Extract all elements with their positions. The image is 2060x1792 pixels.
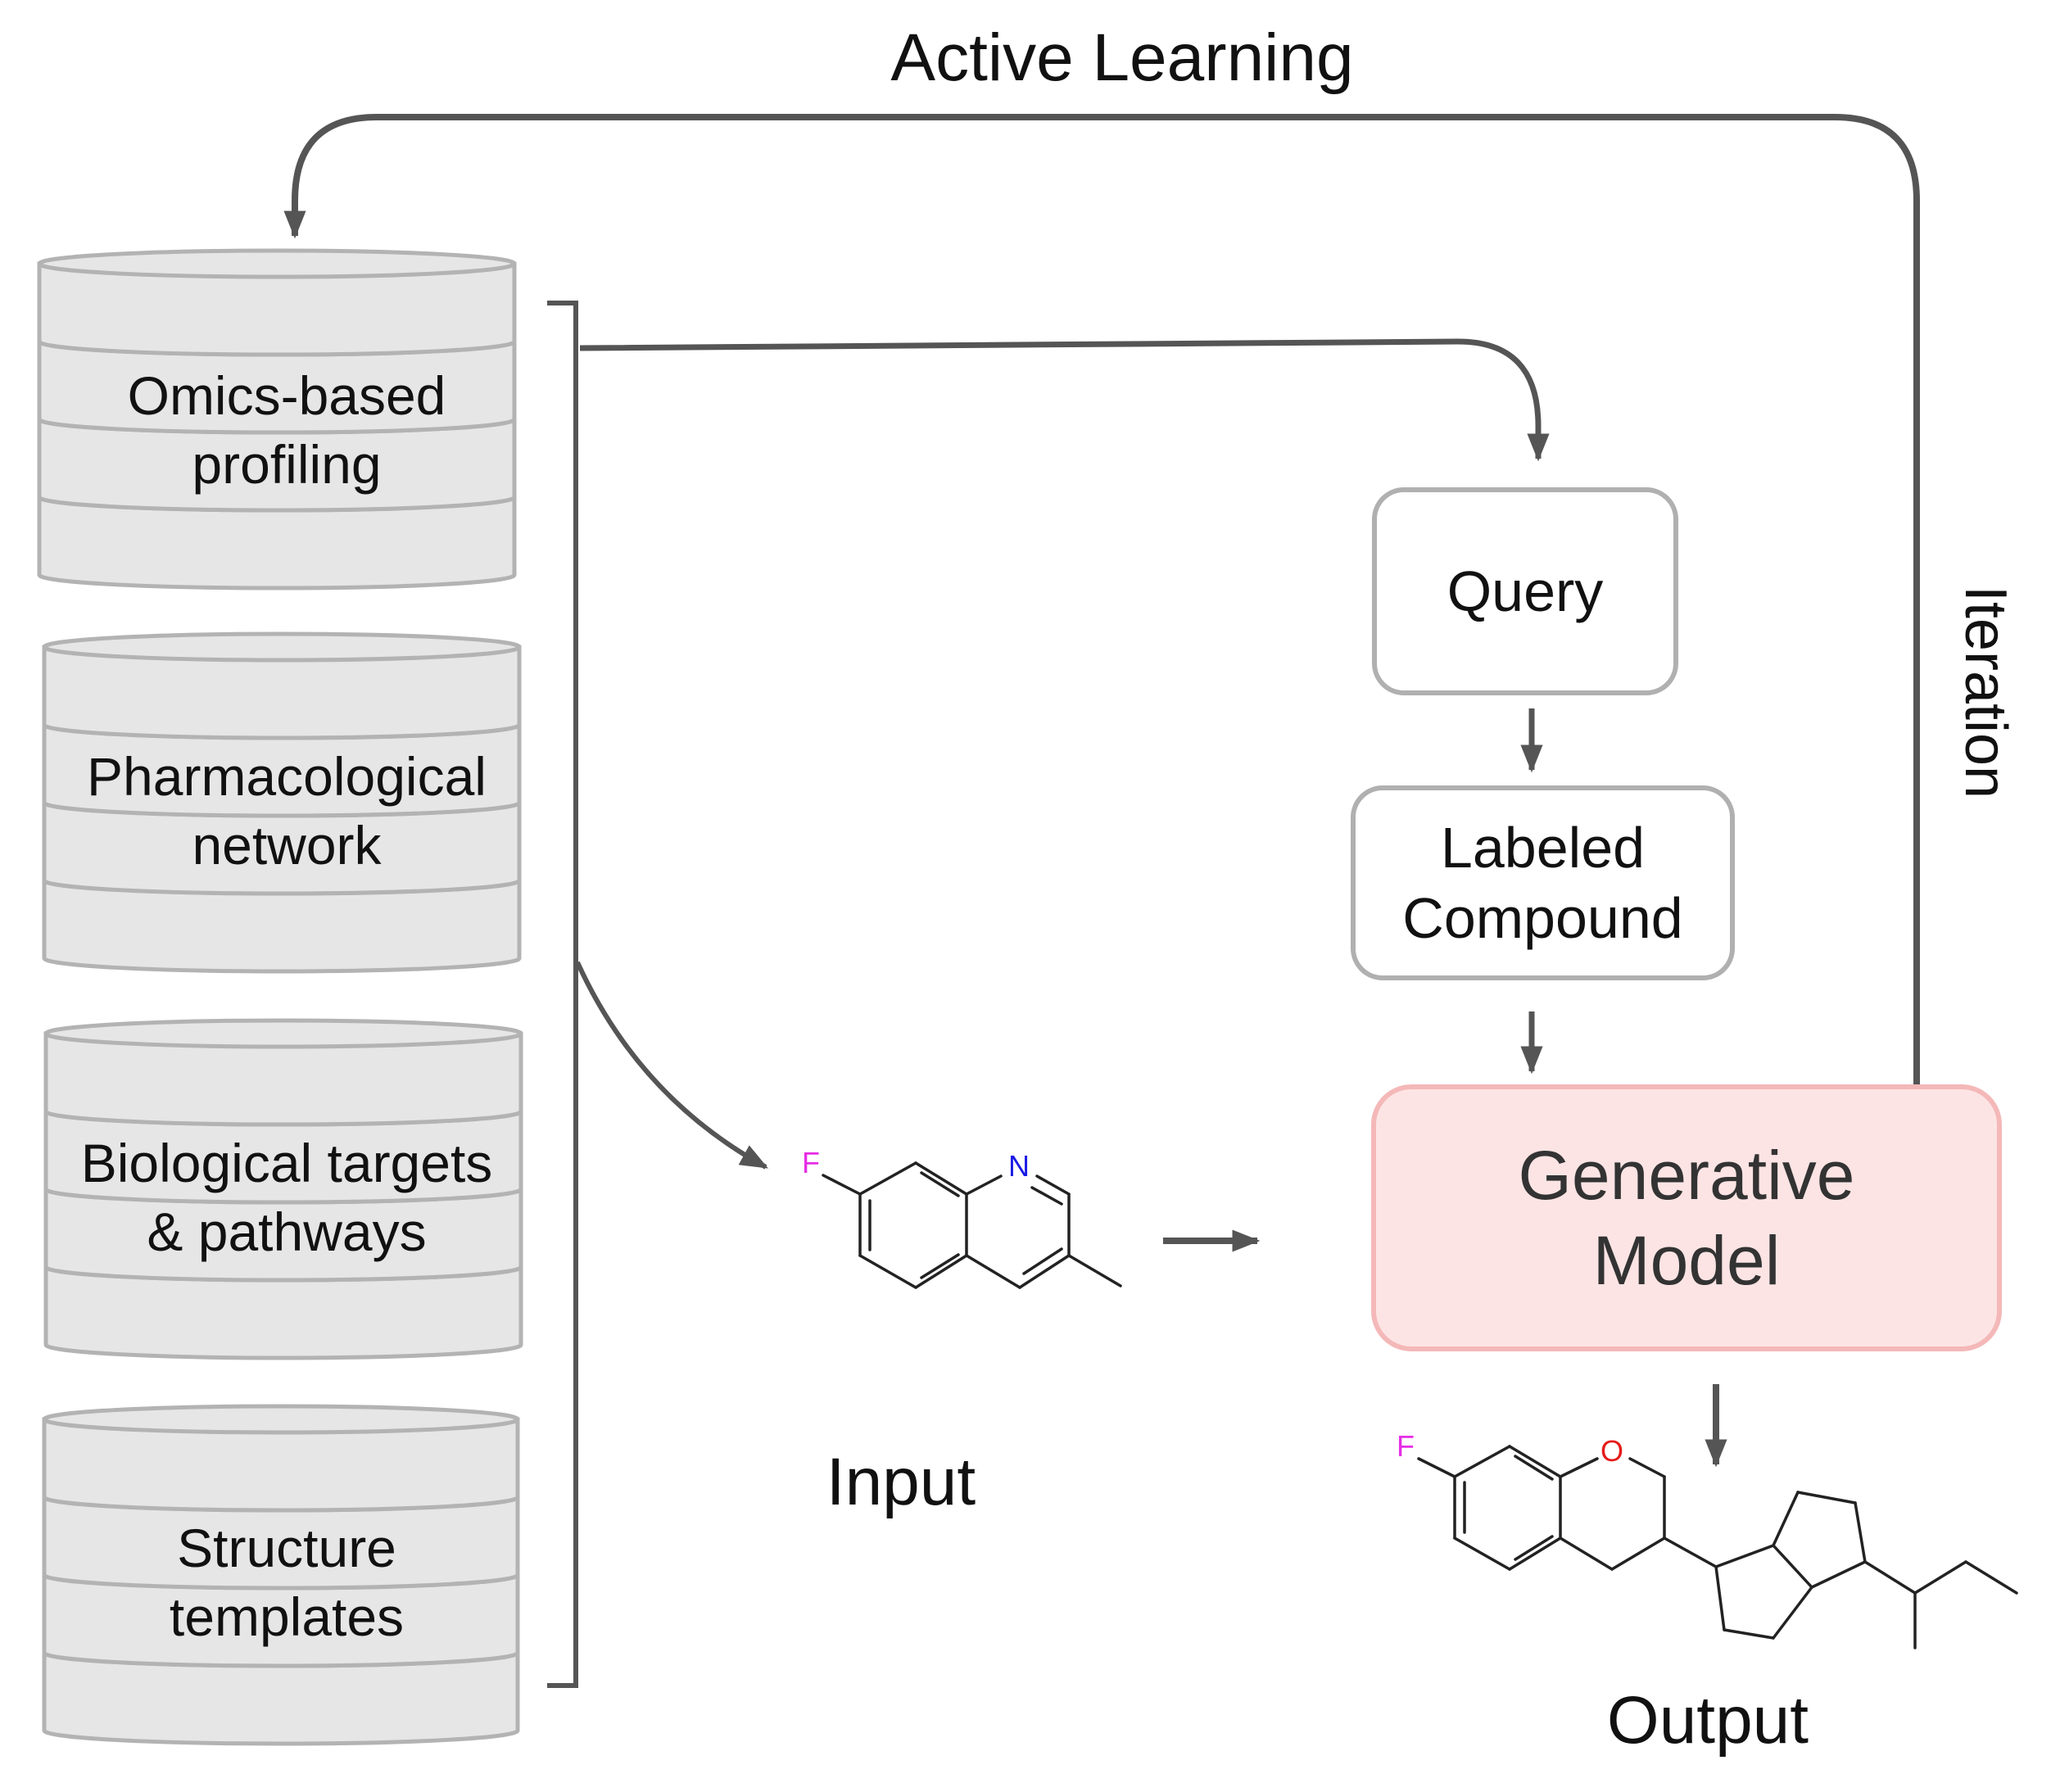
database-disk-body [42,1650,520,1746]
database-disk-top [37,248,517,279]
input-atom-f: F [802,1146,820,1179]
database-disk-body [37,339,517,435]
database-label-omics-line1: Omics-based [127,365,446,426]
database-label-pharmacological: Pharmacological network [33,737,541,885]
output-atom-o: O [1600,1434,1623,1468]
database-label-omics: Omics-based profiling [33,356,541,504]
database-disk-body [42,1573,520,1668]
database-label-pharmacological-line1: Pharmacological [87,746,487,807]
query-label: Query [1374,490,1676,693]
database-disk-body [42,1495,520,1591]
database-label-pharmacological-line2: network [192,815,382,876]
iteration-label: Iteration [1953,586,2018,799]
database-disk-body [42,645,522,740]
generative-model-line2: Model [1592,1222,1781,1299]
database-bracket [547,301,578,1688]
database-label-structure-line1: Structure [177,1518,396,1578]
database-label-biological-line1: Biological targets [80,1133,493,1193]
database-disk-body [42,878,522,974]
database-label-biological-line2: & pathways [147,1201,427,1262]
database-label-structure-line2: templates [169,1586,405,1647]
bracket-to-query-arrow [579,338,1550,462]
generative-model-box [1371,1084,2002,1351]
database-disk-body [42,1417,520,1513]
labeled-compound-label: Labeled Compound [1353,788,1732,978]
title: Active Learning [890,20,1353,95]
labeled-compound-line2: Compound [1402,886,1683,950]
generative-model-label: Generative Model [1374,1087,1999,1349]
database-pharmacological-network [42,631,522,974]
input-atom-n: N [1008,1149,1030,1183]
output-label: Output [1607,1683,1809,1758]
database-label-omics-line2: profiling [192,434,382,495]
labeled-compound-box [1351,785,1735,980]
output-atom-f: F [1397,1429,1415,1463]
generative-model-line1: Generative [1518,1137,1855,1214]
database-disk-body [37,495,517,591]
database-disk-body [43,1265,523,1360]
query-label-text: Query [1447,559,1604,623]
database-disk-body [43,1109,523,1205]
database-label-biological: Biological targets & pathways [33,1124,541,1271]
database-label-structure: Structure templates [33,1509,541,1656]
bracket-to-input-arrow [575,961,768,1170]
database-omics-profiling [37,248,517,591]
database-disk-body [43,1187,523,1283]
database-disk-top [42,631,522,663]
input-molecule [822,1161,1122,1289]
database-structure-templates [42,1404,520,1746]
input-label: Input [826,1445,976,1519]
output-molecule [1417,1445,2018,1649]
database-disk-top [43,1018,523,1049]
labeled-compound-line1: Labeled [1440,816,1646,880]
database-disk-body [42,800,522,896]
database-biological-targets [43,1018,523,1360]
database-disk-body [37,261,517,357]
database-disk-body [42,722,522,818]
database-disk-body [43,1031,523,1127]
query-box [1372,487,1678,695]
database-disk-body [37,417,517,513]
active-learning-loop-arrow [283,114,1920,1085]
database-disk-top [42,1404,520,1435]
